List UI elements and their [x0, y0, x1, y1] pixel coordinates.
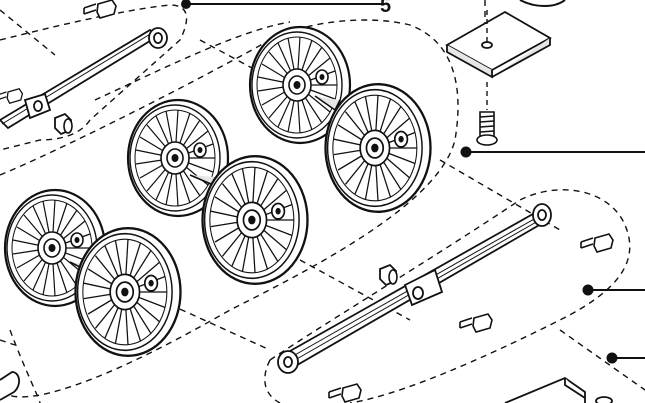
- wheelset-front: [3, 188, 182, 358]
- bushing-left: [54, 113, 73, 135]
- callout-number-5: 5: [380, 0, 391, 17]
- crank-pin-right-1: [580, 233, 614, 253]
- wheelset-rear: [248, 25, 432, 214]
- wheelset-middle: [126, 98, 309, 286]
- callout-leaders: [181, 0, 645, 364]
- crank-pin-left: [0, 88, 24, 104]
- partial-part-top-right: [519, 0, 566, 7]
- bushing-right: [379, 264, 398, 286]
- crank-pin-top: [83, 0, 117, 19]
- crank-pin-right-3: [328, 383, 362, 403]
- coupling-rod-left: [0, 27, 168, 130]
- coupling-rod-right: [277, 203, 552, 374]
- spring-plate: [445, 10, 552, 79]
- partial-part-bottom-left: [0, 371, 20, 401]
- partial-part-bottom-right: [504, 376, 613, 403]
- plate-screw: [476, 82, 498, 146]
- crank-pin-right-2: [459, 313, 493, 333]
